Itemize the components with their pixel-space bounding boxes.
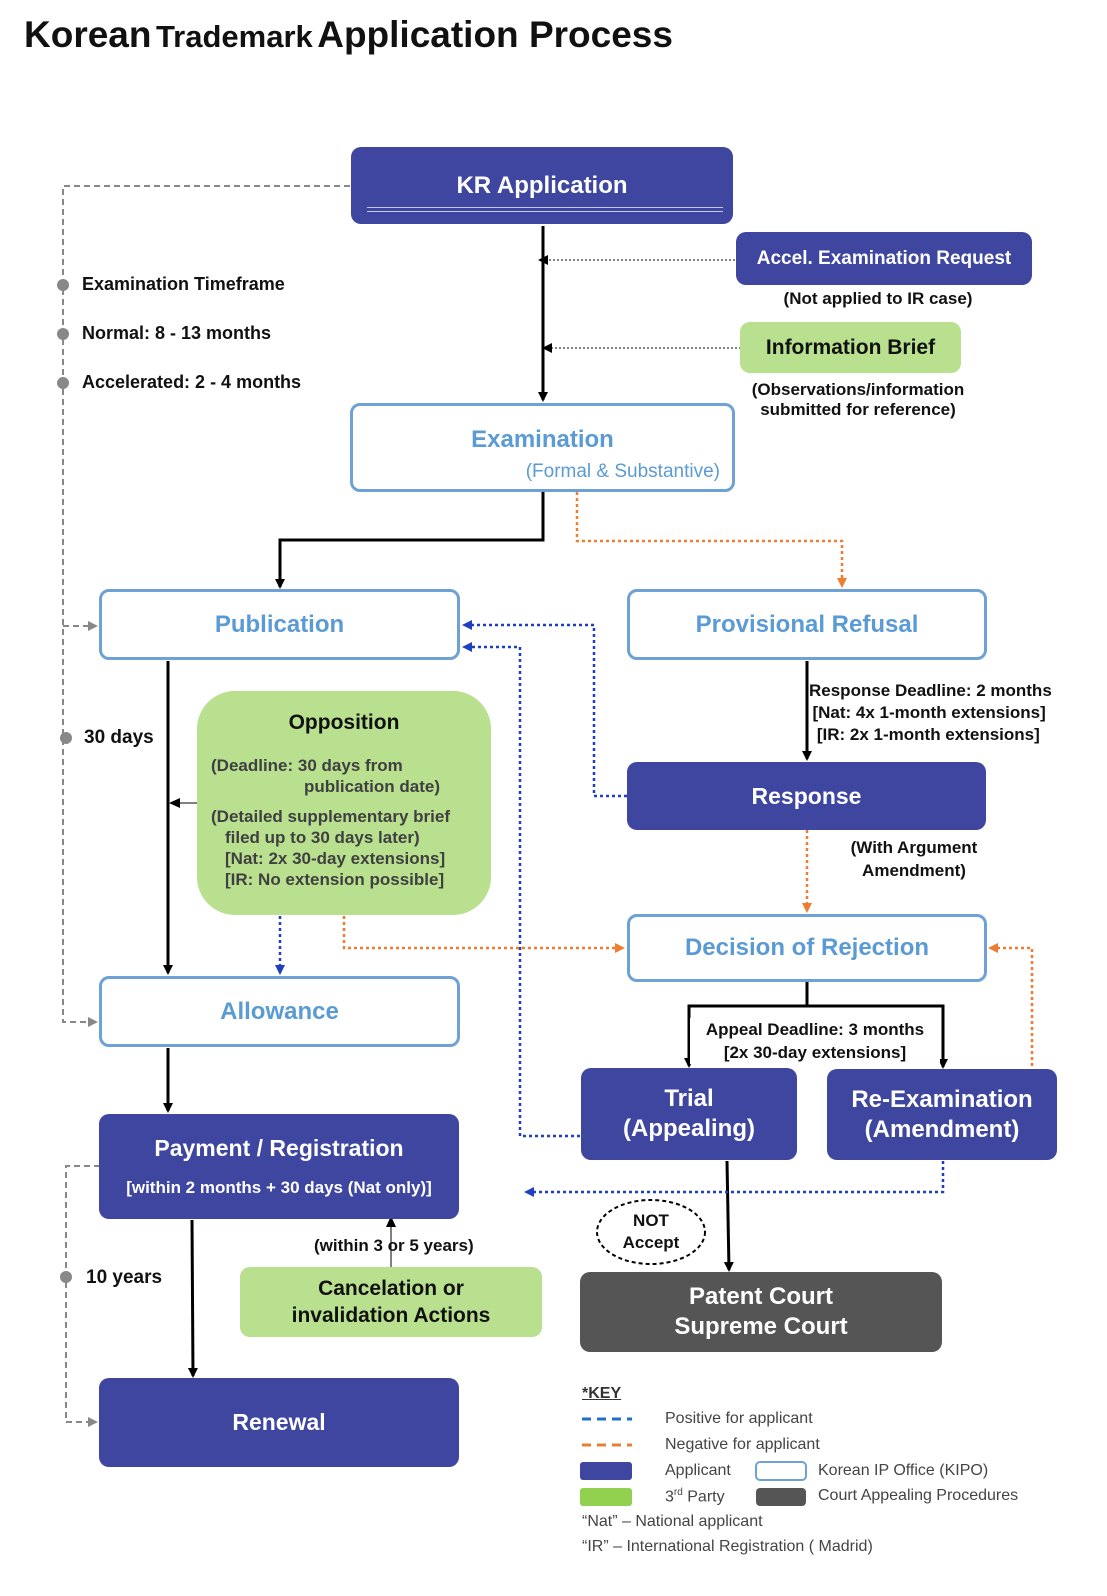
key-nat-definition: “Nat” – National applicant — [582, 1513, 763, 1530]
key-negative: Negative for applicant — [665, 1436, 820, 1453]
response-deadline-line-1: Response Deadline: 2 months — [809, 681, 1052, 700]
provisional-refusal-node: Provisional Refusal — [627, 589, 987, 660]
opposition-details: (Deadline: 30 days from publication date… — [197, 755, 491, 890]
appeal-deadline-line-1: Appeal Deadline: 3 months — [705, 1020, 925, 1039]
thirty-days-label: 30 days — [84, 727, 154, 748]
examination-node: Examination (Formal & Substantive) — [350, 403, 735, 492]
opposition-line-4: filed up to 30 days later) — [225, 828, 420, 847]
allowance-label: Allowance — [220, 997, 339, 1025]
provisional-refusal-label: Provisional Refusal — [695, 610, 919, 638]
key-kipo: Korean IP Office (KIPO) — [818, 1462, 989, 1479]
cancelation-line-1: Cancelation or — [318, 1277, 464, 1300]
opposition-line-1: (Deadline: 30 days from — [211, 756, 403, 775]
not-accept-line-1: NOT — [633, 1211, 669, 1230]
normal-timeframe-label: Normal: 8 - 13 months — [82, 323, 272, 343]
decision-rejection-label: Decision of Rejection — [684, 934, 930, 961]
kr-application-underline — [367, 207, 723, 212]
opposition-node: Opposition (Deadline: 30 days from publi… — [197, 691, 491, 915]
opposition-title: Opposition — [288, 711, 400, 734]
response-label: Response — [751, 782, 862, 809]
payment-label: Payment / Registration — [154, 1135, 404, 1161]
publication-node: Publication — [99, 589, 460, 660]
reexam-line-1: Re-Examination — [851, 1085, 1033, 1113]
info-note-line-2: submitted for reference) — [760, 400, 956, 419]
accel-request-node: Accel. Examination Request — [736, 232, 1032, 285]
exam-timeframe-label: Examination Timeframe — [82, 274, 285, 294]
appeal-deadline-note: Appeal Deadline: 3 months [2x 30-day ext… — [690, 1018, 940, 1064]
payment-sublabel: [within 2 months + 30 days (Nat only)] — [126, 1178, 432, 1197]
appeal-deadline-line-2: [2x 30-day extensions] — [723, 1043, 907, 1062]
not-accept-ellipse — [596, 1199, 706, 1265]
info-note-line-1: (Observations/information — [751, 380, 965, 399]
response-node: Response — [627, 762, 986, 830]
title-part-1: Korean — [24, 14, 152, 55]
key-ir-definition: “IR” – International Registration ( Madr… — [582, 1538, 873, 1555]
response-note-line-1: (With Argument — [850, 838, 978, 857]
not-accept-line-2: Accept — [622, 1233, 680, 1252]
opposition-line-5: [Nat: 2x 30-day extensions] — [225, 849, 446, 868]
response-deadline-line-2: [Nat: 4x 1-month extensions] — [812, 703, 1046, 722]
key-positive: Positive for applicant — [665, 1410, 813, 1427]
patent-court-label: Patent Court — [689, 1283, 833, 1310]
kr-application-label: KR Application — [456, 171, 628, 199]
decision-rejection-node: Decision of Rejection — [627, 914, 987, 982]
trial-node: Trial (Appealing) — [581, 1068, 797, 1160]
ten-years-label: 10 years — [86, 1267, 163, 1288]
cancelation-line-2: invalidation Actions — [291, 1304, 491, 1327]
reexam-line-2: (Amendment) — [864, 1115, 1020, 1143]
opposition-line-2: publication date) — [304, 777, 440, 796]
not-accept-label: NOT Accept — [597, 1210, 705, 1254]
key-samples — [580, 1417, 807, 1506]
opposition-line-3: (Detailed supplementary brief — [211, 807, 451, 826]
publication-label: Publication — [214, 610, 345, 638]
key-applicant: Applicant — [665, 1462, 731, 1479]
trial-line-2: (Appealing) — [623, 1115, 755, 1142]
examination-label: Examination — [471, 426, 614, 453]
renewal-label: Renewal — [232, 1409, 326, 1435]
kr-application-node: KR Application — [351, 147, 733, 224]
opposition-line-6: [IR: No extension possible] — [225, 870, 445, 889]
accel-request-label: Accel. Examination Request — [756, 247, 1012, 269]
courts-node: Patent Court Supreme Court — [580, 1272, 942, 1352]
timeline-dots — [57, 279, 72, 1283]
title-part-2: Trademark — [155, 19, 313, 54]
response-note-line-2: Amendment) — [862, 861, 966, 880]
information-brief-node: Information Brief — [740, 322, 961, 373]
reexamination-node: Re-Examination (Amendment) — [827, 1069, 1057, 1160]
accel-note: (Not applied to IR case) — [783, 289, 973, 308]
within-years-note: (within 3 or 5 years) — [314, 1236, 474, 1255]
supreme-court-label: Supreme Court — [674, 1313, 848, 1340]
trial-line-1: Trial — [664, 1085, 714, 1112]
accelerated-timeframe-label: Accelerated: 2 - 4 months — [82, 372, 302, 392]
response-note: (With Argument Amendment) — [832, 836, 996, 882]
information-brief-label: Information Brief — [765, 335, 936, 359]
allowance-node: Allowance — [99, 976, 460, 1047]
key-court: Court Appealing Procedures — [818, 1487, 1019, 1504]
page-title: Korean Trademark Application Process — [24, 14, 673, 56]
information-brief-note: (Observations/information submitted for … — [736, 380, 980, 420]
payment-registration-node: Payment / Registration [within 2 months … — [99, 1114, 459, 1219]
key-heading: *KEY — [582, 1385, 622, 1402]
renewal-node: Renewal — [99, 1378, 459, 1467]
examination-sublabel: (Formal & Substantive) — [525, 461, 720, 482]
timeline-lines — [62, 185, 350, 1427]
response-deadline-note: Response Deadline: 2 months [Nat: 4x 1-m… — [809, 680, 1052, 746]
response-deadline-line-3: [IR: 2x 1-month extensions] — [816, 725, 1040, 744]
cancelation-node: Cancelation or invalidation Actions — [240, 1267, 542, 1337]
title-part-3: Application Process — [317, 14, 673, 55]
key-third-party: 3rd Party — [665, 1487, 725, 1506]
